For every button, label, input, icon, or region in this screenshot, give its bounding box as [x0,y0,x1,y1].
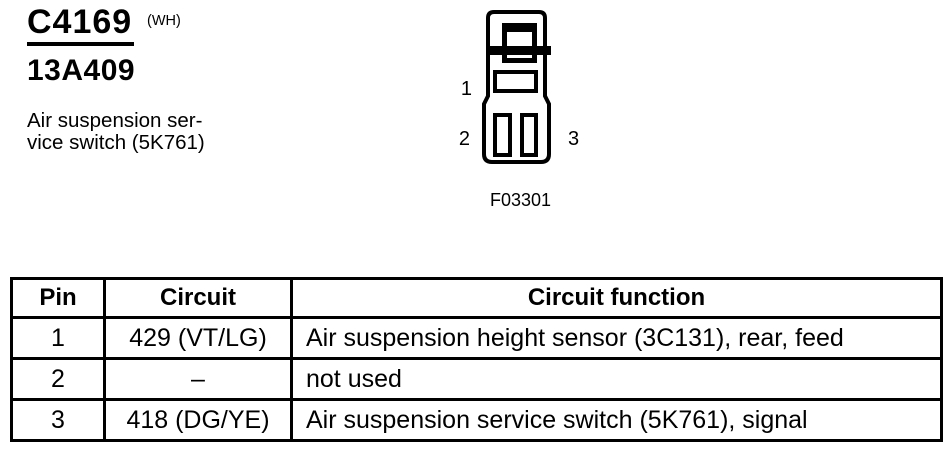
connector-diagram [482,10,551,164]
part-number: 13A409 [27,54,136,87]
connector-description-line2: vice switch (5K761) [27,131,205,154]
table-header-row: Pin Circuit Circuit function [10,277,943,319]
pin3-label: 3 [568,128,580,150]
pin2-label: 2 [458,128,470,150]
connector-description-line1: Air suspension ser- [27,109,203,132]
pin3-cavity [520,113,538,157]
pin-cell: 3 [10,398,106,442]
pin1-cavity [493,70,538,93]
connector-description: Air suspension ser- vice switch (5K761) [27,110,237,154]
connector-band [486,46,551,55]
function-cell: Air suspension service switch (5K761), s… [290,398,943,442]
connector-color-code: (WH) [147,13,181,29]
connector-id: C4169 [27,3,133,41]
table-row: 2 – not used [10,357,943,401]
function-cell: Air suspension height sensor (3C131), re… [290,316,943,360]
pin-cell: 2 [10,357,106,401]
pin-cell: 1 [10,316,106,360]
connector-id-underline [27,42,134,46]
circuit-cell: 429 (VT/LG) [103,316,293,360]
circuit-column-header: Circuit [103,277,293,319]
table-row: 3 418 (DG/YE) Air suspension service swi… [10,398,943,442]
connector-housing-outline [482,10,551,164]
pinout-table: Pin Circuit Circuit function 1 429 (VT/L… [10,277,943,442]
pin1-label: 1 [460,78,472,100]
pin-column-header: Pin [10,277,106,319]
table-row: 1 429 (VT/LG) Air suspension height sens… [10,316,943,360]
figure-caption: F03301 [490,190,552,210]
circuit-cell: – [103,357,293,401]
connector-latch-top-bar [502,23,537,32]
circuit-function-column-header: Circuit function [290,277,943,319]
pin2-cavity [493,113,512,157]
function-cell: not used [290,357,943,401]
circuit-cell: 418 (DG/YE) [103,398,293,442]
